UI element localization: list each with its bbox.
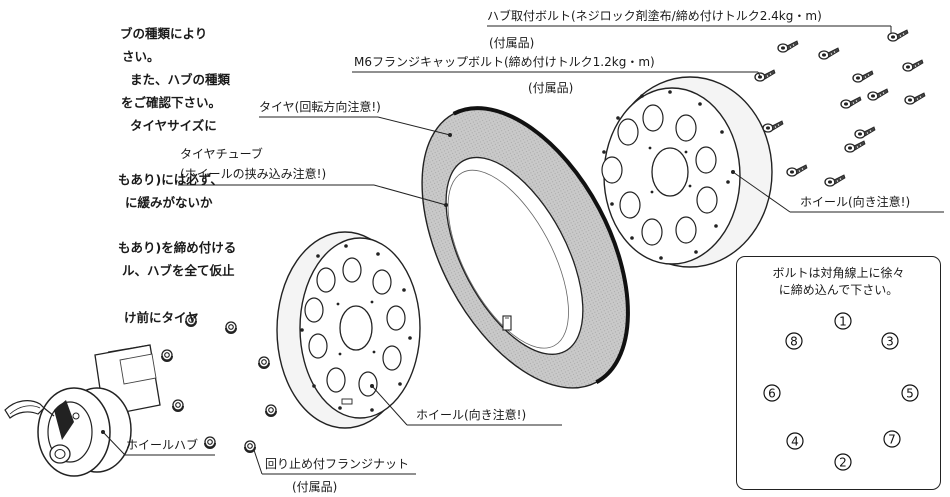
hub-bolt-sublabel: (付属品)	[489, 36, 535, 50]
bolt-order-box: ボルトは対角線上に徐々 に締め込んで下さい。	[736, 256, 941, 490]
flange-bolt-sublabel: (付属品)	[528, 81, 574, 95]
instruction-line: け前にタイヤ	[124, 310, 199, 325]
flange-bolt-label: M6フランジキャップボルト(締め付けトルク1.2kg・m)	[354, 55, 655, 69]
wheel-hub-label: ホイールハブ	[126, 438, 199, 452]
instruction-line: に緩みがないか	[125, 195, 213, 210]
wheel-right-drawing	[601, 76, 773, 268]
tube-label: タイヤチューブ	[180, 147, 263, 161]
wheel-left-label: ホイール(向き注意!)	[416, 408, 527, 422]
instruction-line: タイヤサイズに	[130, 118, 217, 133]
wheel-hub-drawing	[4, 344, 161, 477]
instruction-line: また、ハブの種類	[130, 72, 231, 87]
flange-nut-label: 回り止め付フランジナット	[265, 457, 410, 471]
tire	[421, 106, 630, 389]
instruction-line: さい。	[122, 49, 160, 64]
tire-label: タイヤ(回転方向注意!)	[259, 100, 381, 114]
instruction-line: もあり)には必ず、	[118, 172, 223, 187]
bolt-order-title: に締め込んで下さい。	[778, 283, 899, 297]
wheel-right-label: ホイール(向き注意!)	[800, 195, 911, 209]
hub-bolt-label: ハブ取付ボルト(ネジロック剤塗布/締め付けトルク2.4kg・m)	[487, 9, 822, 23]
flange-nuts	[161, 314, 277, 453]
cap-bolts	[754, 29, 926, 187]
instruction-line: ル、ハブを全て仮止	[122, 263, 235, 278]
flange-nut-sublabel: (付属品)	[292, 480, 338, 494]
instruction-line: をご確認下さい。	[121, 95, 222, 110]
wheel-left-drawing	[276, 231, 421, 429]
instruction-line: ブの種類により	[120, 26, 208, 41]
instruction-line: もあり)を締め付ける	[118, 240, 237, 255]
tube-sublabel: (ホイールの挟み込み注意!)	[180, 167, 327, 181]
bolt-order-title: ボルトは対角線上に徐々	[772, 266, 905, 280]
